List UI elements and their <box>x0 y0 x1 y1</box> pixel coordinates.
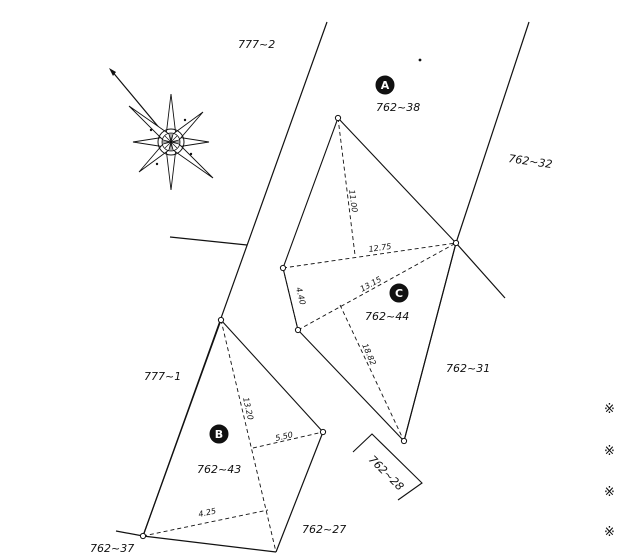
marker-a: A <box>375 75 395 95</box>
measure-lines <box>142 117 457 553</box>
point <box>294 326 302 334</box>
measure-440 <box>282 267 299 331</box>
point <box>334 114 342 122</box>
survey-points <box>139 114 460 540</box>
parcel-label-762-27: 762~27 <box>302 523 346 536</box>
marker-b-letter: B <box>215 428 223 441</box>
dim-1100: 11.00 <box>347 189 359 213</box>
parcel-label-762-31: 762~31 <box>446 362 490 375</box>
driveway-outline <box>352 433 423 501</box>
boundary-lines <box>115 21 530 553</box>
note-mark-2: ※ <box>604 444 615 459</box>
marker-b: B <box>209 424 229 444</box>
measure-425 <box>142 509 269 537</box>
lot-b-top-line <box>220 319 324 433</box>
dim-1275: 12.75 <box>368 242 392 254</box>
lot-c-outline <box>220 117 457 443</box>
branch-line <box>455 242 506 299</box>
lot-c-polygon <box>282 117 457 443</box>
point <box>452 239 460 247</box>
road-right-line <box>455 21 530 244</box>
parcel-label-762-43: 762~43 <box>197 463 241 476</box>
dim-440: 4.40 <box>294 286 307 305</box>
point <box>217 316 225 324</box>
bottom-line <box>142 535 277 553</box>
parcel-label-777-1: 777~1 <box>144 370 181 383</box>
point <box>400 437 408 445</box>
measure-1320 <box>220 319 277 553</box>
parcel-label-762-32: 762~32 <box>508 152 554 171</box>
parcel-label-762-38: 762~38 <box>376 101 420 114</box>
marker-a-letter: A <box>381 79 390 92</box>
marker-c: C <box>389 283 409 303</box>
driveway-stub <box>352 433 423 501</box>
marker-c-letter: C <box>395 287 403 300</box>
dim-425: 4.25 <box>198 506 217 519</box>
dim-1315: 13.15 <box>359 275 383 294</box>
measure-1275 <box>282 242 457 269</box>
measure-1100 <box>337 117 356 256</box>
point <box>279 264 287 272</box>
note-mark-1: ※ <box>604 402 615 417</box>
compass-rose-icon <box>109 68 214 191</box>
point <box>139 532 147 540</box>
stray-dot <box>418 58 422 62</box>
parcel-label-762-28: 762~28 <box>366 453 406 493</box>
note-mark-3: ※ <box>604 485 615 500</box>
parcel-label-777-2: 777~2 <box>238 38 275 51</box>
parcel-label-762-37: 762~37 <box>90 542 134 555</box>
measure-550 <box>252 431 324 449</box>
measure-1315 <box>297 242 457 331</box>
parcel-label-762-44: 762~44 <box>365 310 409 323</box>
measure-1882 <box>339 304 405 442</box>
dim-1320: 13.20 <box>241 396 255 420</box>
dim-550: 5.50 <box>274 430 293 443</box>
bottom-left-line <box>115 530 144 537</box>
lot-b-left-line <box>142 319 222 537</box>
lot-b-right-line <box>275 431 324 553</box>
point <box>319 428 327 436</box>
side-boundary-line <box>169 236 248 246</box>
dim-1882: 18.82 <box>360 342 378 367</box>
note-mark-4: ※ <box>604 525 615 540</box>
